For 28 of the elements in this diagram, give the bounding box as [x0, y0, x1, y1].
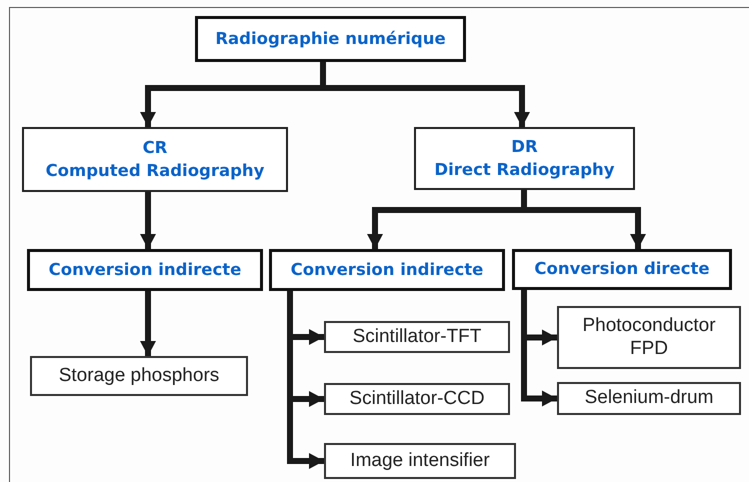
category-box — [22, 127, 288, 192]
detector-label: Image intensifier — [350, 450, 490, 472]
category-label: Conversion directe — [534, 258, 710, 280]
arrow — [140, 192, 156, 249]
category-label: Radiographie numérique — [215, 28, 446, 50]
detector-label: Selenium-drum — [584, 387, 714, 410]
category-label: Computed Radiography — [46, 160, 264, 182]
category-box — [27, 249, 263, 291]
category-box — [269, 249, 505, 291]
category-label: CR — [142, 137, 168, 160]
detector-label: Scintillator-CCD — [349, 388, 485, 410]
category-box — [414, 127, 635, 190]
category-box — [195, 16, 466, 62]
category-label: Direct Radiography — [434, 158, 615, 181]
detector-label: Scintillator-TFT — [352, 326, 482, 348]
category-box — [512, 249, 732, 290]
detector-box — [557, 382, 741, 415]
detector-box — [324, 443, 516, 479]
detector-label: Photoconductor FPD — [581, 314, 717, 360]
detector-box — [324, 321, 510, 353]
category-label: DR — [511, 136, 538, 158]
detector-box — [30, 356, 248, 396]
arrow — [140, 291, 156, 356]
detector-box — [557, 306, 741, 369]
detector-label: Storage phosphors — [58, 364, 220, 388]
detector-box — [324, 383, 510, 415]
category-label: Conversion indirecte — [48, 258, 242, 281]
category-label: Conversion indirecte — [290, 258, 484, 281]
